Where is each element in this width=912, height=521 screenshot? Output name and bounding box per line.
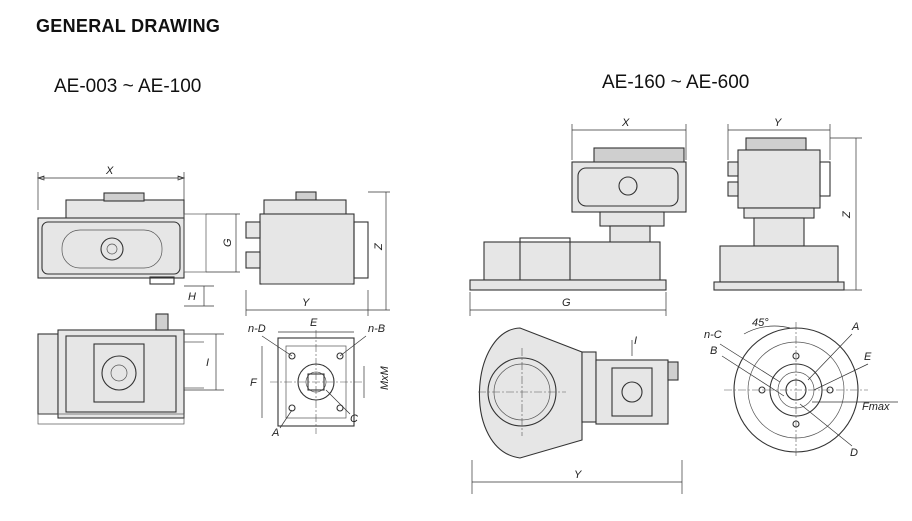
right-side-view — [713, 137, 845, 291]
dim-left-c: C — [350, 413, 358, 425]
dim-right-e: E — [864, 351, 872, 363]
dim-right-fmax: Fmax — [862, 401, 890, 413]
series-label-right: AE-160 ~ AE-600 — [602, 72, 750, 93]
dim-right-z: Z — [841, 210, 853, 219]
page-title: GENERAL DRAWING — [36, 16, 221, 36]
series-label-left: AE-003 ~ AE-100 — [54, 76, 202, 97]
dim-left-z: Z — [373, 242, 385, 251]
dim-left-nd: n-D — [248, 323, 266, 335]
left-top-dimensions: I — [184, 333, 224, 391]
right-front-dimensions: X G — [469, 117, 687, 316]
right-top-dimensions: I Y — [471, 335, 683, 494]
dim-left-i: I — [206, 357, 209, 369]
dim-left-y: Y — [302, 297, 310, 309]
dim-right-nc: n-C — [704, 329, 722, 341]
left-side-dimensions: Y Z — [245, 191, 390, 316]
dim-left-mxm: MxM — [379, 365, 391, 390]
right-top-view — [478, 327, 679, 459]
left-top-view — [37, 313, 204, 425]
right-front-view — [469, 147, 687, 291]
right-flange-view — [724, 322, 868, 458]
right-side-dimensions: Y Z — [727, 117, 862, 291]
right-flange-dimensions: 45° n-C B A E Fmax D — [704, 317, 898, 459]
left-flange-view — [270, 330, 364, 434]
dim-left-h: H — [188, 291, 196, 303]
left-side-view — [245, 191, 369, 285]
left-front-dimensions: X G H — [36, 165, 240, 307]
dim-left-e: E — [310, 317, 318, 329]
dim-right-i: I — [634, 335, 637, 347]
dim-left-a: A — [271, 427, 279, 439]
dim-right-y-bottom: Y — [574, 469, 582, 481]
dim-left-x: X — [105, 165, 114, 177]
dim-right-a: A — [851, 321, 859, 333]
dim-left-nb: n-B — [368, 323, 385, 335]
dim-right-y-top: Y — [774, 117, 782, 129]
left-flange-dimensions: E n-D n-B F MxM A C — [248, 317, 391, 439]
dim-right-angle: 45° — [752, 317, 769, 329]
dim-left-g: G — [222, 238, 234, 247]
left-front-view — [37, 192, 207, 285]
dim-left-f: F — [250, 377, 258, 389]
dim-right-d: D — [850, 447, 858, 459]
dim-right-x: X — [621, 117, 630, 129]
dim-right-b: B — [710, 345, 717, 357]
dim-right-g: G — [562, 297, 571, 309]
